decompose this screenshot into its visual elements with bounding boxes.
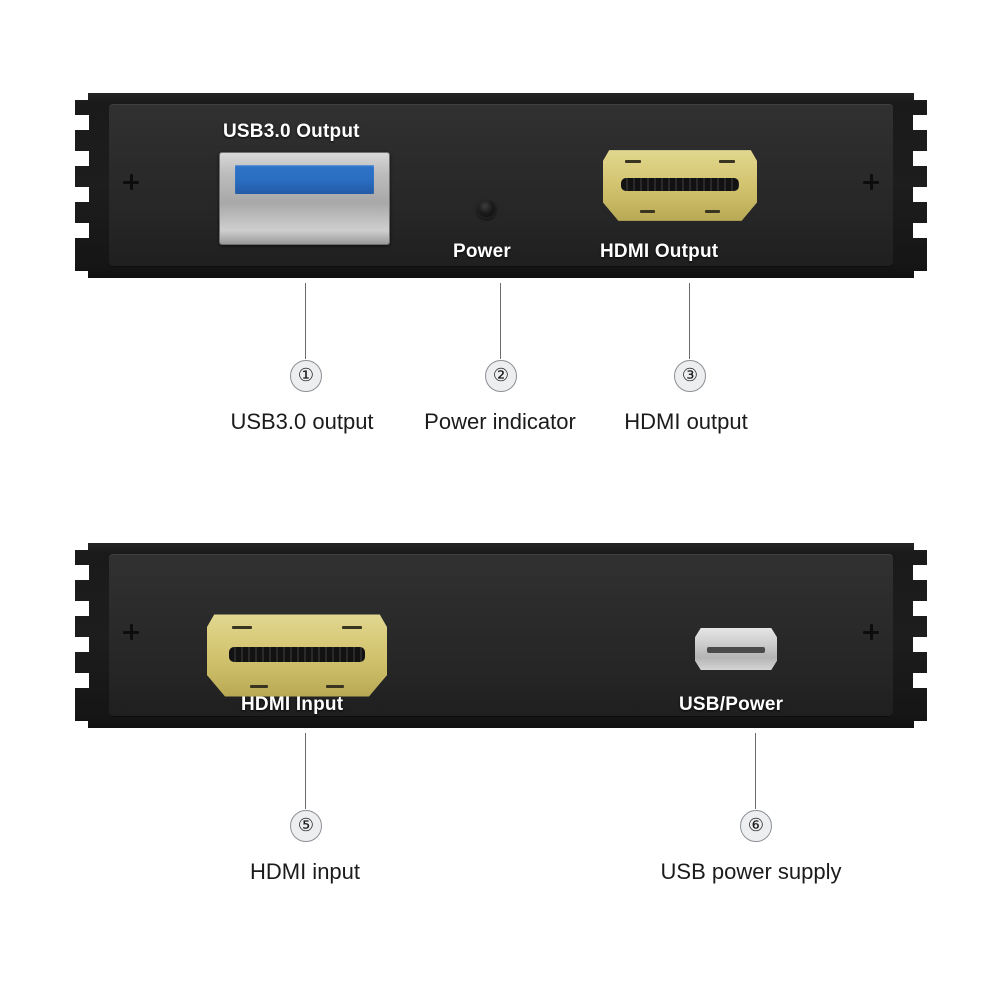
corner-nick-top-right-rear xyxy=(914,543,927,550)
screw-left-rear xyxy=(122,623,140,641)
leader-line-5 xyxy=(305,733,306,809)
callout-number-1: ① xyxy=(290,360,322,392)
corner-nick-bottom-right-front xyxy=(914,271,927,278)
screw-right-rear xyxy=(862,623,880,641)
callout-number-3: ③ xyxy=(674,360,706,392)
hdmi-input-pin-channel xyxy=(228,646,366,662)
corner-nick-bottom-left-front xyxy=(75,271,88,278)
corner-nick-top-left-rear xyxy=(75,543,88,550)
power-port-label: Power xyxy=(453,241,512,262)
screw-left-front xyxy=(122,173,140,191)
callout-caption-1: USB3.0 output xyxy=(230,409,374,434)
hdmi-output-port[interactable] xyxy=(603,150,757,221)
leader-line-1 xyxy=(305,283,306,359)
power-led-indicator xyxy=(477,200,496,219)
corner-nick-bottom-left-rear xyxy=(75,721,88,728)
hdmi-input-port-label: HDMI Input xyxy=(241,694,344,715)
callout-caption-6: USB power supply xyxy=(660,859,842,884)
usb3-output-port[interactable] xyxy=(219,152,390,245)
leader-line-3 xyxy=(689,283,690,359)
usb-power-port-label: USB/Power xyxy=(679,694,784,715)
corner-nick-top-right-front xyxy=(914,93,927,100)
device-front-panel: USB3.0 Output Power HDMI Output xyxy=(75,93,927,278)
corner-nick-top-left-front xyxy=(75,93,88,100)
hdmi-input-port[interactable] xyxy=(207,614,387,697)
usb3-blue-tongue xyxy=(235,164,374,194)
callout-number-5: ⑤ xyxy=(290,810,322,842)
leader-line-6 xyxy=(755,733,756,809)
callout-caption-3: HDMI output xyxy=(624,409,748,434)
leader-line-2 xyxy=(500,283,501,359)
corner-nick-bottom-right-rear xyxy=(914,721,927,728)
heatsink-rail-left-front xyxy=(75,107,97,264)
callout-number-6: ⑥ xyxy=(740,810,772,842)
micro-usb-slot xyxy=(707,647,765,654)
usb-power-port[interactable] xyxy=(695,628,777,670)
heatsink-rail-right-rear xyxy=(905,557,927,714)
heatsink-rail-right-front xyxy=(905,107,927,264)
screw-right-front xyxy=(862,173,880,191)
device-rear-panel: HDMI Input USB/Power xyxy=(75,543,927,728)
usb3-output-port-label: USB3.0 Output xyxy=(223,121,360,142)
callout-caption-2: Power indicator xyxy=(424,409,576,434)
callout-caption-5: HDMI input xyxy=(249,859,361,884)
hdmi-output-pin-channel xyxy=(621,177,739,191)
callout-number-2: ② xyxy=(485,360,517,392)
heatsink-rail-left-rear xyxy=(75,557,97,714)
hdmi-output-port-label: HDMI Output xyxy=(600,241,719,262)
